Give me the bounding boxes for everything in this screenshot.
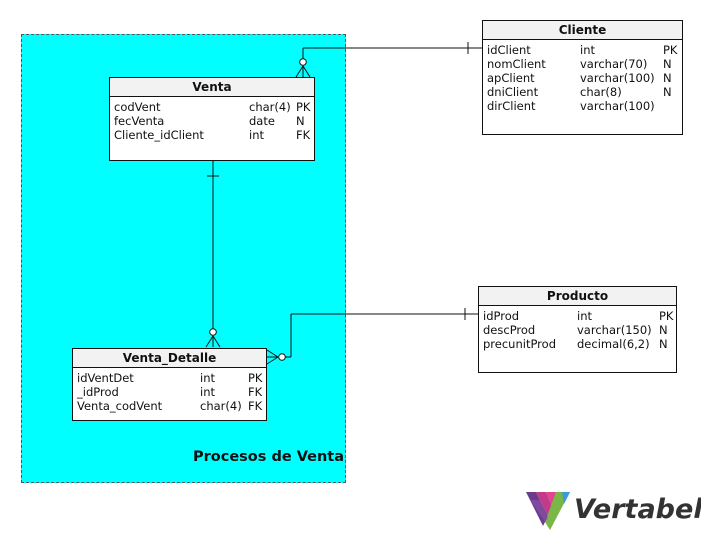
- column-name: _idProd: [77, 385, 119, 399]
- column-key: N: [663, 85, 672, 99]
- table-producto[interactable]: Producto idProd int PK descProd varchar(…: [478, 286, 677, 373]
- column-key: FK: [248, 399, 263, 413]
- optional-marker: [278, 353, 286, 361]
- column-name: idClient: [487, 43, 531, 57]
- column-type: varchar(70): [580, 57, 648, 71]
- table-venta-detalle[interactable]: Venta_Detalle idVentDet int PK _idProd i…: [72, 348, 267, 421]
- crowfoot-right: [302, 65, 311, 78]
- column-name: precunitProd: [483, 337, 556, 351]
- crowfoot-left: [205, 335, 214, 348]
- column-row[interactable]: fecVenta date N: [110, 114, 314, 128]
- column-type: int: [577, 309, 592, 323]
- table-venta-title: Venta: [110, 78, 314, 97]
- column-row[interactable]: idProd int PK: [479, 309, 676, 323]
- column-type: char(4): [200, 399, 242, 413]
- column-name: idVentDet: [77, 371, 134, 385]
- column-type: int: [200, 371, 215, 385]
- table-cliente[interactable]: Cliente idClient int PK nomClient varcha…: [482, 20, 683, 135]
- table-cliente-title: Cliente: [483, 21, 682, 40]
- column-row[interactable]: descProd varchar(150) N: [479, 323, 676, 337]
- column-type: int: [249, 128, 264, 142]
- column-type: char(4): [249, 100, 291, 114]
- column-key: N: [663, 71, 672, 85]
- crowfoot-right: [212, 335, 221, 348]
- column-row[interactable]: Venta_codVent char(4) FK: [73, 399, 266, 413]
- column-row[interactable]: idVentDet int PK: [73, 371, 266, 385]
- column-name: codVent: [114, 100, 161, 114]
- column-type: char(8): [580, 85, 622, 99]
- column-row[interactable]: dniClient char(8) N: [483, 85, 682, 99]
- table-venta[interactable]: Venta codVent char(4) PK fecVenta date N…: [109, 77, 315, 161]
- column-row[interactable]: _idProd int FK: [73, 385, 266, 399]
- column-type: decimal(6,2): [577, 337, 650, 351]
- column-name: nomClient: [487, 57, 546, 71]
- column-key: N: [659, 337, 668, 351]
- column-key: PK: [296, 100, 311, 114]
- column-name: apClient: [487, 71, 535, 85]
- column-row[interactable]: codVent char(4) PK: [110, 100, 314, 114]
- vertabelo-logo-icon: [526, 492, 570, 530]
- column-key: PK: [663, 43, 678, 57]
- vertabelo-logo-text: Vertabelo: [574, 494, 701, 525]
- column-row[interactable]: nomClient varchar(70) N: [483, 57, 682, 71]
- crowfoot-left: [295, 65, 304, 78]
- crowfoot-top: [266, 349, 279, 358]
- table-producto-title: Producto: [479, 287, 676, 306]
- vertabelo-logo: Vertabelo: [526, 490, 701, 534]
- column-key: N: [296, 114, 305, 128]
- column-row[interactable]: apClient varchar(100) N: [483, 71, 682, 85]
- column-name: Cliente_idClient: [114, 128, 204, 142]
- column-row[interactable]: Cliente_idClient int FK: [110, 128, 314, 142]
- column-row[interactable]: dirClient varchar(100): [483, 99, 682, 113]
- column-row[interactable]: idClient int PK: [483, 43, 682, 57]
- column-type: varchar(150): [577, 323, 652, 337]
- optional-marker: [299, 58, 307, 66]
- table-venta-detalle-title: Venta_Detalle: [73, 349, 266, 368]
- column-type: date: [249, 114, 275, 128]
- column-type: int: [200, 385, 215, 399]
- relationship-cliente-venta[interactable]: [295, 42, 483, 78]
- optional-marker: [209, 328, 217, 336]
- column-name: Venta_codVent: [77, 399, 163, 413]
- column-key: PK: [659, 309, 674, 323]
- column-key: FK: [248, 385, 263, 399]
- column-key: PK: [248, 371, 263, 385]
- crowfoot-bottom: [266, 356, 279, 365]
- column-name: fecVenta: [114, 114, 165, 128]
- relationship-venta-ventadetalle[interactable]: [205, 161, 221, 348]
- column-name: idProd: [483, 309, 520, 323]
- relationship-producto-ventadetalle[interactable]: [266, 308, 479, 365]
- column-type: varchar(100): [580, 99, 655, 113]
- column-name: descProd: [483, 323, 536, 337]
- column-name: dniClient: [487, 85, 539, 99]
- column-name: dirClient: [487, 99, 536, 113]
- column-row[interactable]: precunitProd decimal(6,2) N: [479, 337, 676, 351]
- column-type: varchar(100): [580, 71, 655, 85]
- subject-area-label: Procesos de Venta: [193, 449, 345, 465]
- column-type: int: [580, 43, 595, 57]
- column-key: N: [663, 57, 672, 71]
- column-key: N: [659, 323, 668, 337]
- column-key: FK: [296, 128, 311, 142]
